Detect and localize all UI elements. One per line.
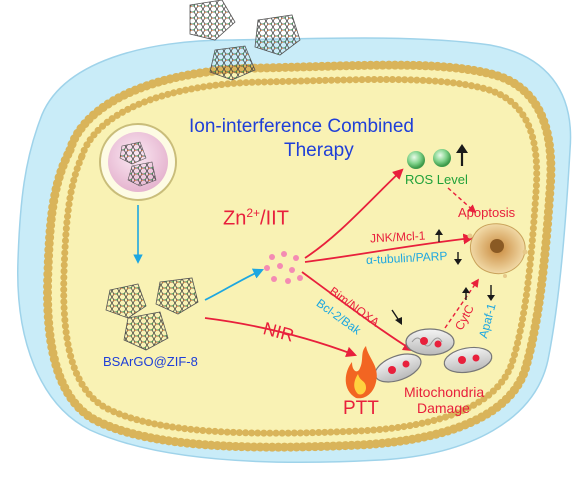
up-arrow-icon <box>435 229 443 242</box>
apoptotic-cell-icon <box>467 223 528 278</box>
title-line-1: Ion-interference Combined <box>189 116 414 137</box>
cell-membrane-inner <box>60 75 541 437</box>
ros-level-label: ROS Level <box>405 172 468 187</box>
mitochondria-icon <box>405 328 455 356</box>
zn-charge: 2+ <box>246 206 261 220</box>
down-arrow-icon <box>391 309 402 325</box>
vesicle-icon <box>99 123 177 201</box>
down-arrow-icon <box>487 285 495 301</box>
iit-suffix: /IIT <box>260 207 289 230</box>
graphene-flake-icon <box>254 14 301 56</box>
zn-symbol: Zn <box>223 207 247 230</box>
up-arrow-icon <box>456 144 468 166</box>
graphene-flake-icon <box>209 45 256 81</box>
title-line-2: Therapy <box>284 140 354 161</box>
apoptosis-label: Apoptosis <box>458 205 516 220</box>
zinc-ion-dots-icon <box>264 251 303 284</box>
ros-sphere-icon <box>407 151 425 169</box>
mitochondria-icon <box>443 346 493 374</box>
flame-icon <box>345 346 377 399</box>
ros-sphere-icon <box>433 149 451 167</box>
down-arrow-icon <box>454 252 462 265</box>
jnk-label: JNK/Mcl-1 <box>369 228 426 246</box>
material-label: BSArGO@ZIF-8 <box>103 354 198 369</box>
ptt-label: PTT <box>343 398 379 419</box>
mitochondria-icon <box>374 353 422 383</box>
material-cluster <box>105 277 199 351</box>
graphene-flake-icon <box>189 0 236 41</box>
zn-iit-label: Zn2+/IIT <box>223 206 289 231</box>
mito-label-1: Mitochondria <box>404 384 485 400</box>
up-arrow-icon <box>462 287 470 300</box>
mito-label-2: Damage <box>417 400 470 416</box>
